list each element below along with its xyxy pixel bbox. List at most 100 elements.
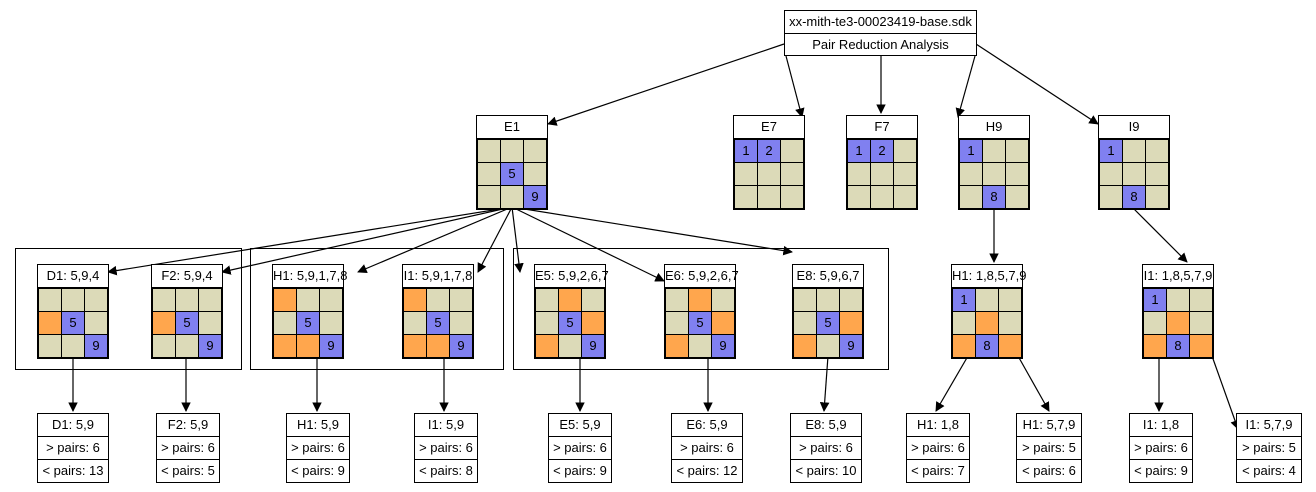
grid-cell — [582, 312, 604, 334]
grid-cell — [960, 163, 982, 185]
grid-cell — [781, 140, 803, 162]
grid-cell: 9 — [320, 335, 342, 357]
grid-cell — [536, 289, 558, 311]
result-node-i1: I1: 5,9> pairs: 6< pairs: 8 — [414, 413, 478, 483]
result-node-i1c: I1: 5,7,9> pairs: 5< pairs: 4 — [1236, 413, 1302, 483]
grid-cell — [404, 312, 426, 334]
grid-cell — [894, 140, 916, 162]
grid-cell — [817, 289, 839, 311]
grid-cell — [1123, 140, 1145, 162]
edge-arrow — [511, 206, 793, 256]
grid-cell: 5 — [689, 312, 711, 334]
grid-cell — [274, 289, 296, 311]
grid-cell: 1 — [1144, 289, 1166, 311]
grid-cell — [794, 312, 816, 334]
grid-cell — [840, 289, 862, 311]
grid-cell — [781, 186, 803, 208]
edge-arrow — [1131, 206, 1188, 263]
node-label: E1 — [477, 116, 547, 139]
result-node-i1a: I1: 1,8> pairs: 6< pairs: 9 — [1129, 413, 1193, 483]
grid-cell — [689, 335, 711, 357]
grid-cell — [1146, 140, 1168, 162]
grid-cell: 5 — [176, 312, 198, 334]
greater-pairs: > pairs: 6 — [549, 436, 611, 459]
grid-cell — [62, 289, 84, 311]
node-label: H1: 5,9,1,7,8 — [273, 265, 347, 288]
less-pairs: < pairs: 8 — [415, 459, 477, 482]
grid-cell — [666, 289, 688, 311]
grid-cell — [1100, 186, 1122, 208]
result-label: F2: 5,9 — [167, 417, 209, 432]
greater-pairs: > pairs: 6 — [672, 436, 742, 459]
root-subtitle: Pair Reduction Analysis — [785, 33, 976, 56]
grid-cell: 5 — [559, 312, 581, 334]
grid-cell: 9 — [450, 335, 472, 357]
grid-cell — [1190, 335, 1212, 357]
grid-cell — [176, 289, 198, 311]
node-label: E8: 5,9,6,7 — [793, 265, 863, 288]
grid-cell — [1146, 163, 1168, 185]
grid-cell — [871, 186, 893, 208]
grid-cell — [999, 335, 1021, 357]
result-node-h1c: H1: 5,7,9> pairs: 5< pairs: 6 — [1016, 413, 1082, 483]
grid-cell — [524, 163, 546, 185]
root-node: xx-mith-te3-00023419-base.sdk Pair Reduc… — [784, 10, 977, 56]
grid-cell — [62, 335, 84, 357]
grid-cell: 1 — [735, 140, 757, 162]
result-label: E8: 5,9 — [805, 417, 847, 432]
result-node-e5: E5: 5,9> pairs: 6< pairs: 9 — [548, 413, 612, 483]
less-pairs: < pairs: 10 — [791, 459, 861, 482]
grid-cell — [1146, 186, 1168, 208]
grid-cell — [894, 163, 916, 185]
grid-cell: 5 — [501, 163, 523, 185]
less-pairs: < pairs: 6 — [1017, 459, 1081, 482]
result-label: I1: 1,8 — [1142, 417, 1180, 432]
grid-cell — [501, 186, 523, 208]
grid-cell — [153, 289, 175, 311]
edge-arrow — [511, 206, 524, 273]
grid-cell: 9 — [712, 335, 734, 357]
cluster-box-3 — [513, 248, 889, 370]
grid-cell — [758, 163, 780, 185]
grid-cell: 9 — [199, 335, 221, 357]
less-pairs: < pairs: 9 — [549, 459, 611, 482]
grid-cell — [735, 163, 757, 185]
grid-cell — [85, 312, 107, 334]
grid-cell — [976, 312, 998, 334]
grid-cell — [153, 312, 175, 334]
node-label: I1: 1,8,5,7,9 — [1143, 265, 1213, 288]
grid-cell: 8 — [1167, 335, 1189, 357]
grid-cell — [176, 335, 198, 357]
result-node-h1a: H1: 1,8> pairs: 6< pairs: 7 — [906, 413, 970, 483]
grid-cell — [712, 312, 734, 334]
grid-cell — [559, 289, 581, 311]
grid-cell — [1190, 312, 1212, 334]
grid-cell — [39, 289, 61, 311]
grid-cell — [199, 289, 221, 311]
grid-cell — [274, 335, 296, 357]
edge-arrow — [477, 206, 513, 273]
edge-arrow — [975, 43, 1099, 125]
node-label: H1: 1,8,5,7,9 — [952, 265, 1026, 288]
greater-pairs: > pairs: 6 — [157, 436, 219, 459]
grid-cell — [999, 289, 1021, 311]
less-pairs: < pairs: 5 — [157, 459, 219, 482]
grid-cell: 1 — [1100, 140, 1122, 162]
grid-cell — [427, 335, 449, 357]
node-label: E5: 5,9,2,6,7 — [535, 265, 609, 288]
grid-cell — [320, 312, 342, 334]
greater-pairs: > pairs: 6 — [287, 436, 349, 459]
grid-cell — [39, 312, 61, 334]
less-pairs: < pairs: 9 — [1130, 459, 1192, 482]
grid-cell — [39, 335, 61, 357]
